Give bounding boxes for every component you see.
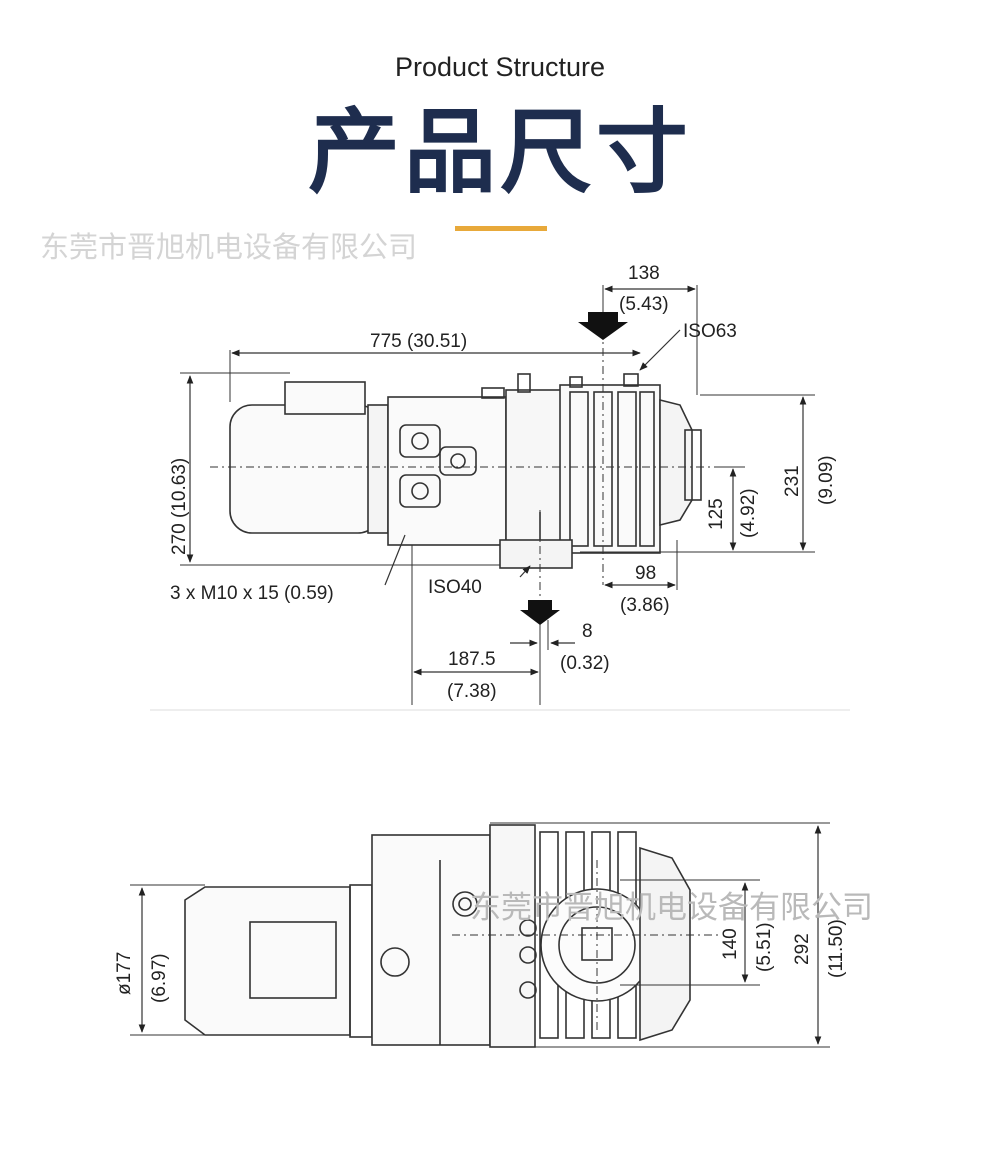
dim-231: 231 [782,465,803,497]
dim-125-in: (4.92) [738,488,759,538]
dim-187-in: (7.38) [447,681,497,702]
top-view-drawing [184,824,691,1048]
dim-177-in: (6.97) [149,953,170,1003]
dim-231-in: (9.09) [816,455,837,505]
label-iso40: ISO40 [428,577,482,598]
dim-138: 138 [628,263,660,284]
dim-187: 187.5 [448,649,496,670]
page-title: 产品尺寸 [307,99,692,206]
coupling-housing [387,396,507,546]
dim-140: 140 [720,928,741,960]
inlet-flow-arrow [578,312,628,340]
dim-292-in: (11.50) [826,919,847,978]
label-iso63: ISO63 [683,321,737,342]
cooling-fins-block [559,384,661,554]
dim-177: ø177 [114,952,135,995]
dim-140-in: (5.51) [754,922,775,972]
iso40-outlet-flange [499,539,573,569]
watermark-top: 东莞市晋旭机电设备有限公司 [40,230,418,264]
dim-138-in: (5.43) [619,294,669,315]
dim-8-in: (0.32) [560,653,610,674]
section-subtitle: Product Structure [394,52,606,82]
dim-8: 8 [582,621,593,642]
outlet-flow-arrow [520,600,560,625]
dim-292: 292 [792,933,813,965]
pump-block-top [489,824,536,1048]
dim-125: 125 [706,498,727,530]
watermark-bottom: 东莞市晋旭机电设备有限公司 [470,890,873,926]
motor-top [184,886,351,1036]
pump-housing [505,389,563,551]
motor-terminal-box [284,381,366,415]
dim-270: 270 (10.63) [169,458,190,555]
title-underline-accent [455,226,547,231]
dim-98-in: (3.86) [620,595,670,616]
side-view-drawing [229,373,702,569]
label-bolt-spec: 3 x M10 x 15 (0.59) [170,583,334,604]
coupling-top [371,834,491,1046]
dim-775: 775 (30.51) [370,331,467,352]
motor-body [229,404,381,534]
dim-98: 98 [635,563,656,584]
